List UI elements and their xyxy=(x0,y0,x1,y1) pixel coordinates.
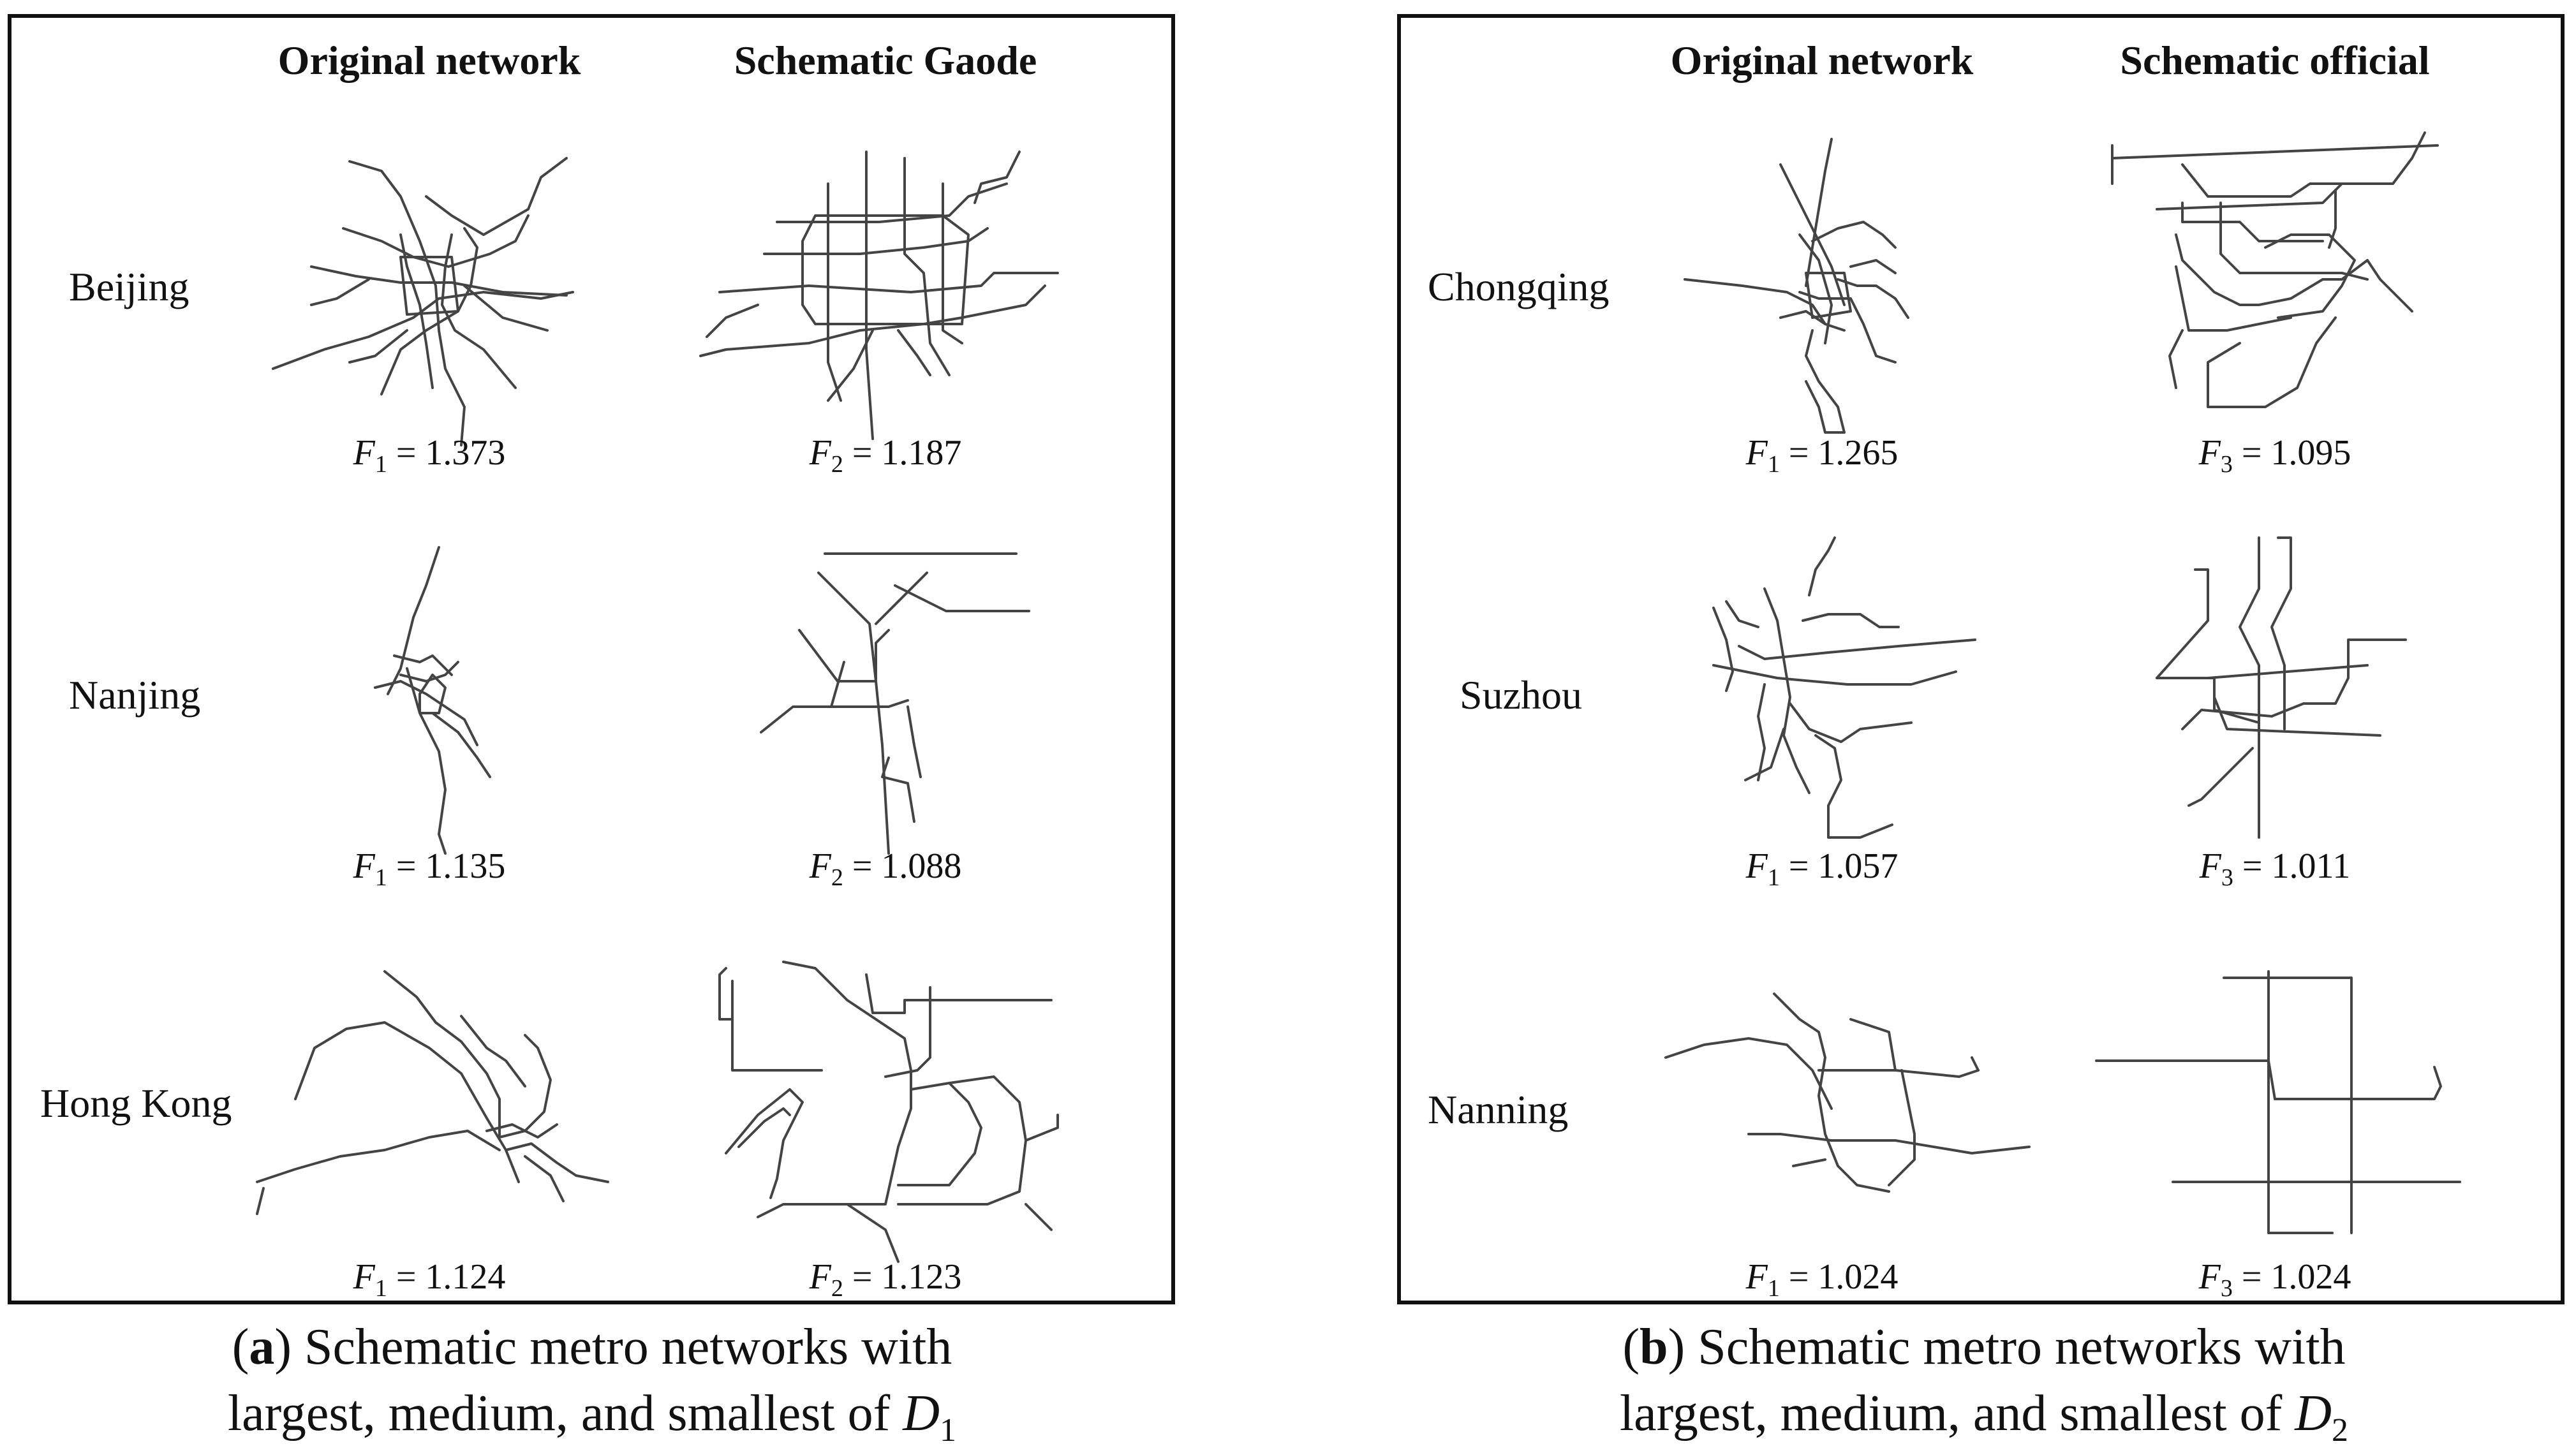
panel-a: Original network Schematic Gaode Beijing… xyxy=(8,14,1175,1304)
beijing-original-network xyxy=(272,157,574,446)
f-value-beijing-original: F1 = 1.373 xyxy=(353,433,506,478)
column-header-schematic: Schematic official xyxy=(2120,38,2430,83)
column-header-original: Original network xyxy=(278,38,581,83)
nanning-original-network xyxy=(1664,992,2031,1193)
chongqing-schematic-network xyxy=(2111,131,2439,408)
f-value-hong-kong-schematic: F2 = 1.123 xyxy=(809,1257,962,1302)
city-label-hong-kong: Hong Kong xyxy=(40,1081,232,1126)
f-value-nanjing-original: F1 = 1.135 xyxy=(353,846,506,892)
f-value-chongqing-original: F1 = 1.265 xyxy=(1745,433,1899,478)
city-label-nanning: Nanning xyxy=(1428,1087,1569,1132)
city-label-nanjing: Nanjing xyxy=(69,672,201,718)
caption-b: (b) Schematic metro networks with larges… xyxy=(1619,1319,2349,1449)
city-label-chongqing: Chongqing xyxy=(1428,264,1610,309)
panel-b: Original network Schematic official Chon… xyxy=(1397,14,2565,1304)
city-label-beijing: Beijing xyxy=(69,264,189,309)
nanning-schematic-network xyxy=(2095,970,2461,1234)
column-header-original: Original network xyxy=(1670,38,1974,83)
caption-a: (a) Schematic metro networks with larges… xyxy=(227,1319,957,1449)
nanjing-original-network xyxy=(374,546,491,855)
f-value-nanjing-schematic: F2 = 1.088 xyxy=(809,846,962,892)
hong-kong-schematic-network xyxy=(718,961,1059,1263)
suzhou-schematic-network xyxy=(2156,536,2407,839)
f-value-nanning-original: F1 = 1.024 xyxy=(1745,1257,1899,1302)
f-value-hong-kong-original: F1 = 1.124 xyxy=(353,1257,506,1302)
f-value-chongqing-schematic: F3 = 1.095 xyxy=(2198,433,2351,478)
beijing-schematic-network xyxy=(699,151,1059,440)
chongqing-original-network xyxy=(1684,138,1909,434)
suzhou-original-network xyxy=(1712,536,1976,839)
city-label-suzhou: Suzhou xyxy=(1460,672,1582,718)
hong-kong-original-network xyxy=(256,970,609,1215)
f-value-suzhou-original: F1 = 1.057 xyxy=(1745,846,1899,892)
f-value-suzhou-schematic: F3 = 1.011 xyxy=(2199,846,2351,892)
nanjing-schematic-network xyxy=(760,552,1030,855)
f-value-beijing-schematic: F2 = 1.187 xyxy=(809,433,962,478)
f-value-nanning-schematic: F3 = 1.024 xyxy=(2198,1257,2351,1302)
column-header-schematic: Schematic Gaode xyxy=(734,38,1037,83)
